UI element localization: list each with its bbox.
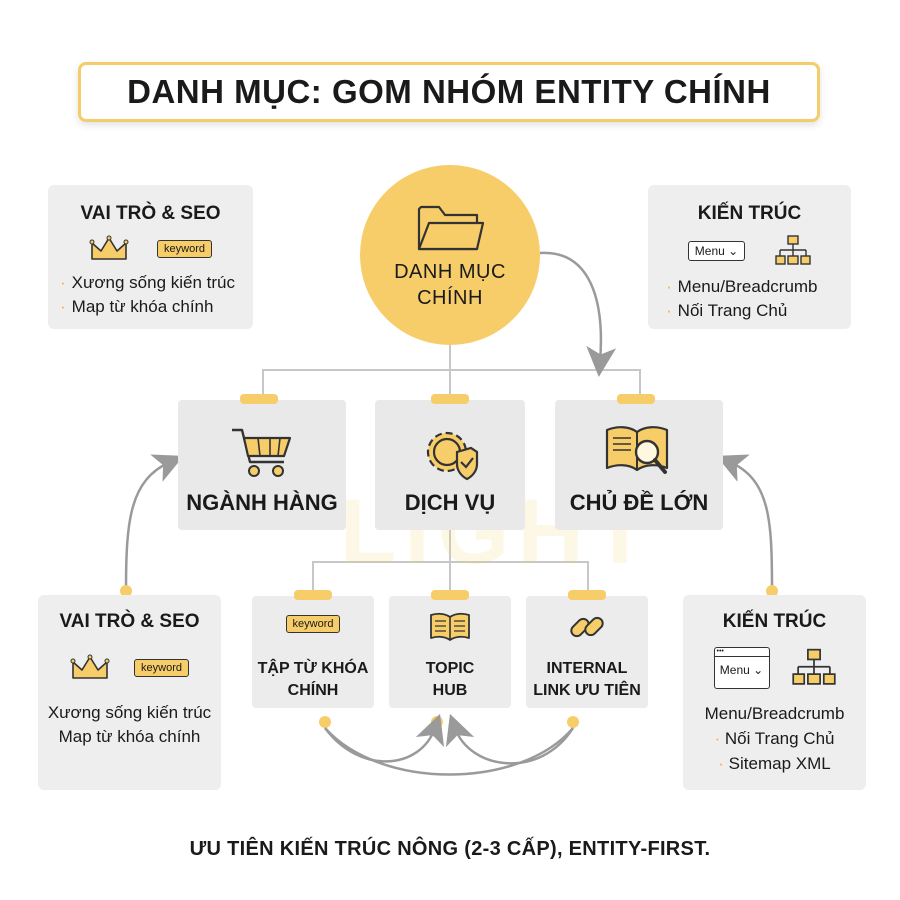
- center-label-line2: CHÍNH: [417, 287, 483, 309]
- category-box-dich-vu: DỊCH VỤ: [375, 394, 525, 530]
- card-title: VAI TRÒ & SEO: [80, 203, 221, 224]
- bottom-left-role-card: VAI TRÒ & SEO keyword Xương sống kiến tr…: [38, 595, 221, 790]
- shopping-cart-icon: [232, 428, 292, 477]
- keyword-badge: keyword: [157, 240, 212, 258]
- category-label: CHỦ ĐỀ LỚN: [569, 490, 709, 515]
- category-box-nganh-hang: NGÀNH HÀNG: [178, 394, 346, 530]
- text-line: Map từ khóa chính: [58, 727, 201, 746]
- title-box: DANH MỤC: GOM NHÓM ENTITY CHÍNH: [78, 62, 820, 122]
- card-title: VAI TRÒ & SEO: [59, 611, 200, 632]
- crown-icon: [89, 235, 129, 260]
- menu-dropdown-icon: Menu ⌄: [687, 241, 746, 261]
- keyword-badge: keyword: [134, 659, 189, 677]
- page-title: DANH MỤC: GOM NHÓM ENTITY CHÍNH: [127, 73, 771, 110]
- bullet-item: ·Menu/Breadcrumb: [666, 277, 818, 296]
- book-magnifier-icon: [605, 426, 669, 474]
- center-label-line1: DANH MỤC: [394, 261, 506, 283]
- top-right-architecture-card: KIẾN TRÚC Menu ⌄ ·Menu/Breadcrumb ·Nối T…: [648, 185, 851, 329]
- category-label: NGÀNH HÀNG: [186, 490, 338, 515]
- crown-icon: [70, 654, 110, 679]
- keyword-badge: keyword: [285, 615, 341, 633]
- bullet-item: · Sitemap XML: [718, 754, 831, 773]
- menu-window-icon: ••• Menu ⌄: [713, 647, 770, 689]
- text-line: Xương sống kiến trúc: [47, 703, 212, 722]
- bullet-item: ·Xương sống kiến trúc: [60, 273, 236, 292]
- card-title: KIẾN TRÚC: [697, 203, 802, 224]
- folder-icon: [417, 205, 485, 251]
- chain-link-icon: [570, 616, 604, 638]
- bullet-item: ·Map từ khóa chính: [60, 297, 214, 316]
- card-title: KIẾN TRÚC: [722, 611, 827, 632]
- bullet-item: ·Nối Trang Chủ: [666, 301, 788, 320]
- gear-shield-icon: [426, 431, 479, 481]
- top-left-role-card: VAI TRÒ & SEO keyword ·Xương sống kiến t…: [48, 185, 253, 329]
- center-category-node: DANH MỤC CHÍNH: [360, 165, 540, 345]
- open-book-icon: [430, 612, 470, 641]
- footer-note: ƯU TIÊN KIẾN TRÚC NÔNG (2-3 CẤP), ENTITY…: [189, 838, 711, 860]
- bullet-item: · Nối Trang Chủ: [714, 729, 835, 748]
- sitemap-icon: [791, 648, 836, 685]
- text-line: Menu/Breadcrumb: [704, 704, 845, 723]
- category-label: DỊCH VỤ: [404, 490, 496, 515]
- bottom-right-architecture-card: KIẾN TRÚC ••• Menu ⌄ Menu/Breadcrumb · N…: [683, 595, 866, 790]
- category-box-chu-de-lon: CHỦ ĐỀ LỚN: [555, 394, 723, 530]
- sitemap-icon: [775, 235, 811, 265]
